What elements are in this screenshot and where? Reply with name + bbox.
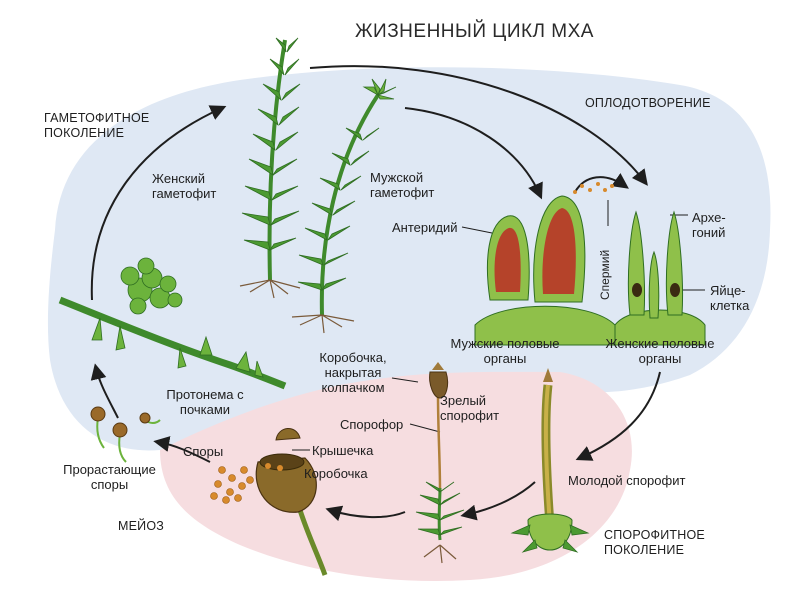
capsule-label: Коробочка [304, 466, 368, 481]
female-gametophyte-label: Женский гаметофит [152, 171, 217, 201]
archegonium-label: Архе- гоний [692, 210, 726, 240]
male-gametophyte-label: Мужской гаметофит [370, 170, 435, 200]
female-gametophyte-illustration [239, 37, 301, 299]
arrow-to-young-sporophyte [575, 371, 661, 461]
open-capsule-illustration [255, 428, 328, 576]
arrow-to-antheridium [404, 107, 543, 200]
protonema-illustration [58, 257, 287, 390]
lid-label: Крышечка [312, 443, 374, 458]
arrow-meiosis [325, 505, 406, 522]
gametophyte-generation-label: ГАМЕТОФИТНОЕ ПОКОЛЕНИЕ [44, 111, 150, 140]
arrow-to-archegonium [309, 65, 648, 186]
male-organs-label: Мужские половые органы [450, 336, 560, 366]
young-sporophyte-illustration [510, 368, 590, 553]
egg-cell-label: Яйце- клетка [710, 283, 750, 313]
capsule-calyptra-label: Коробочка, накрытая колпачком [319, 350, 387, 395]
arrow-protonema-to-gametophyte [90, 105, 227, 301]
sporophore-label: Спорофор [340, 417, 404, 432]
mature-sporophyte-illustration [415, 362, 465, 564]
protonema-label: Протонема с почками [166, 387, 244, 417]
mature-sporophyte-label: Зрелый спорофит [440, 393, 500, 423]
male-organs-illustration [474, 182, 616, 346]
meiosis-label: МЕЙОЗ [118, 519, 165, 533]
spores-label: Споры [183, 444, 224, 459]
female-organs-label: Женские половые органы [605, 336, 715, 366]
female-organs-illustration [614, 210, 706, 346]
arrow-to-germinating-spores [153, 436, 211, 463]
sporophyte-region [160, 371, 632, 581]
antheridium-label: Антеридий [392, 220, 458, 235]
spores-illustration [210, 466, 254, 504]
arrow-fertilization [574, 173, 629, 193]
germinating-spores-label: Прорастающие споры [63, 462, 156, 492]
fertilization-label: ОПЛОДОТВОРЕНИЕ [585, 96, 711, 110]
arrow-to-mature-sporophyte [460, 481, 536, 521]
young-sporophyte-label: Молодой спорофит [568, 473, 686, 488]
arrow-to-protonema [90, 363, 119, 419]
male-gametophyte-illustration [291, 78, 397, 334]
diagram-title: ЖИЗНЕННЫЙ ЦИКЛ МХА [355, 21, 594, 42]
sperm-label: Спермий [598, 249, 612, 300]
sporophyte-generation-label: СПОРОФИТНОЕ ПОКОЛЕНИЕ [604, 528, 705, 557]
gametophyte-region [47, 67, 771, 451]
germinating-spores-illustration [90, 406, 161, 463]
